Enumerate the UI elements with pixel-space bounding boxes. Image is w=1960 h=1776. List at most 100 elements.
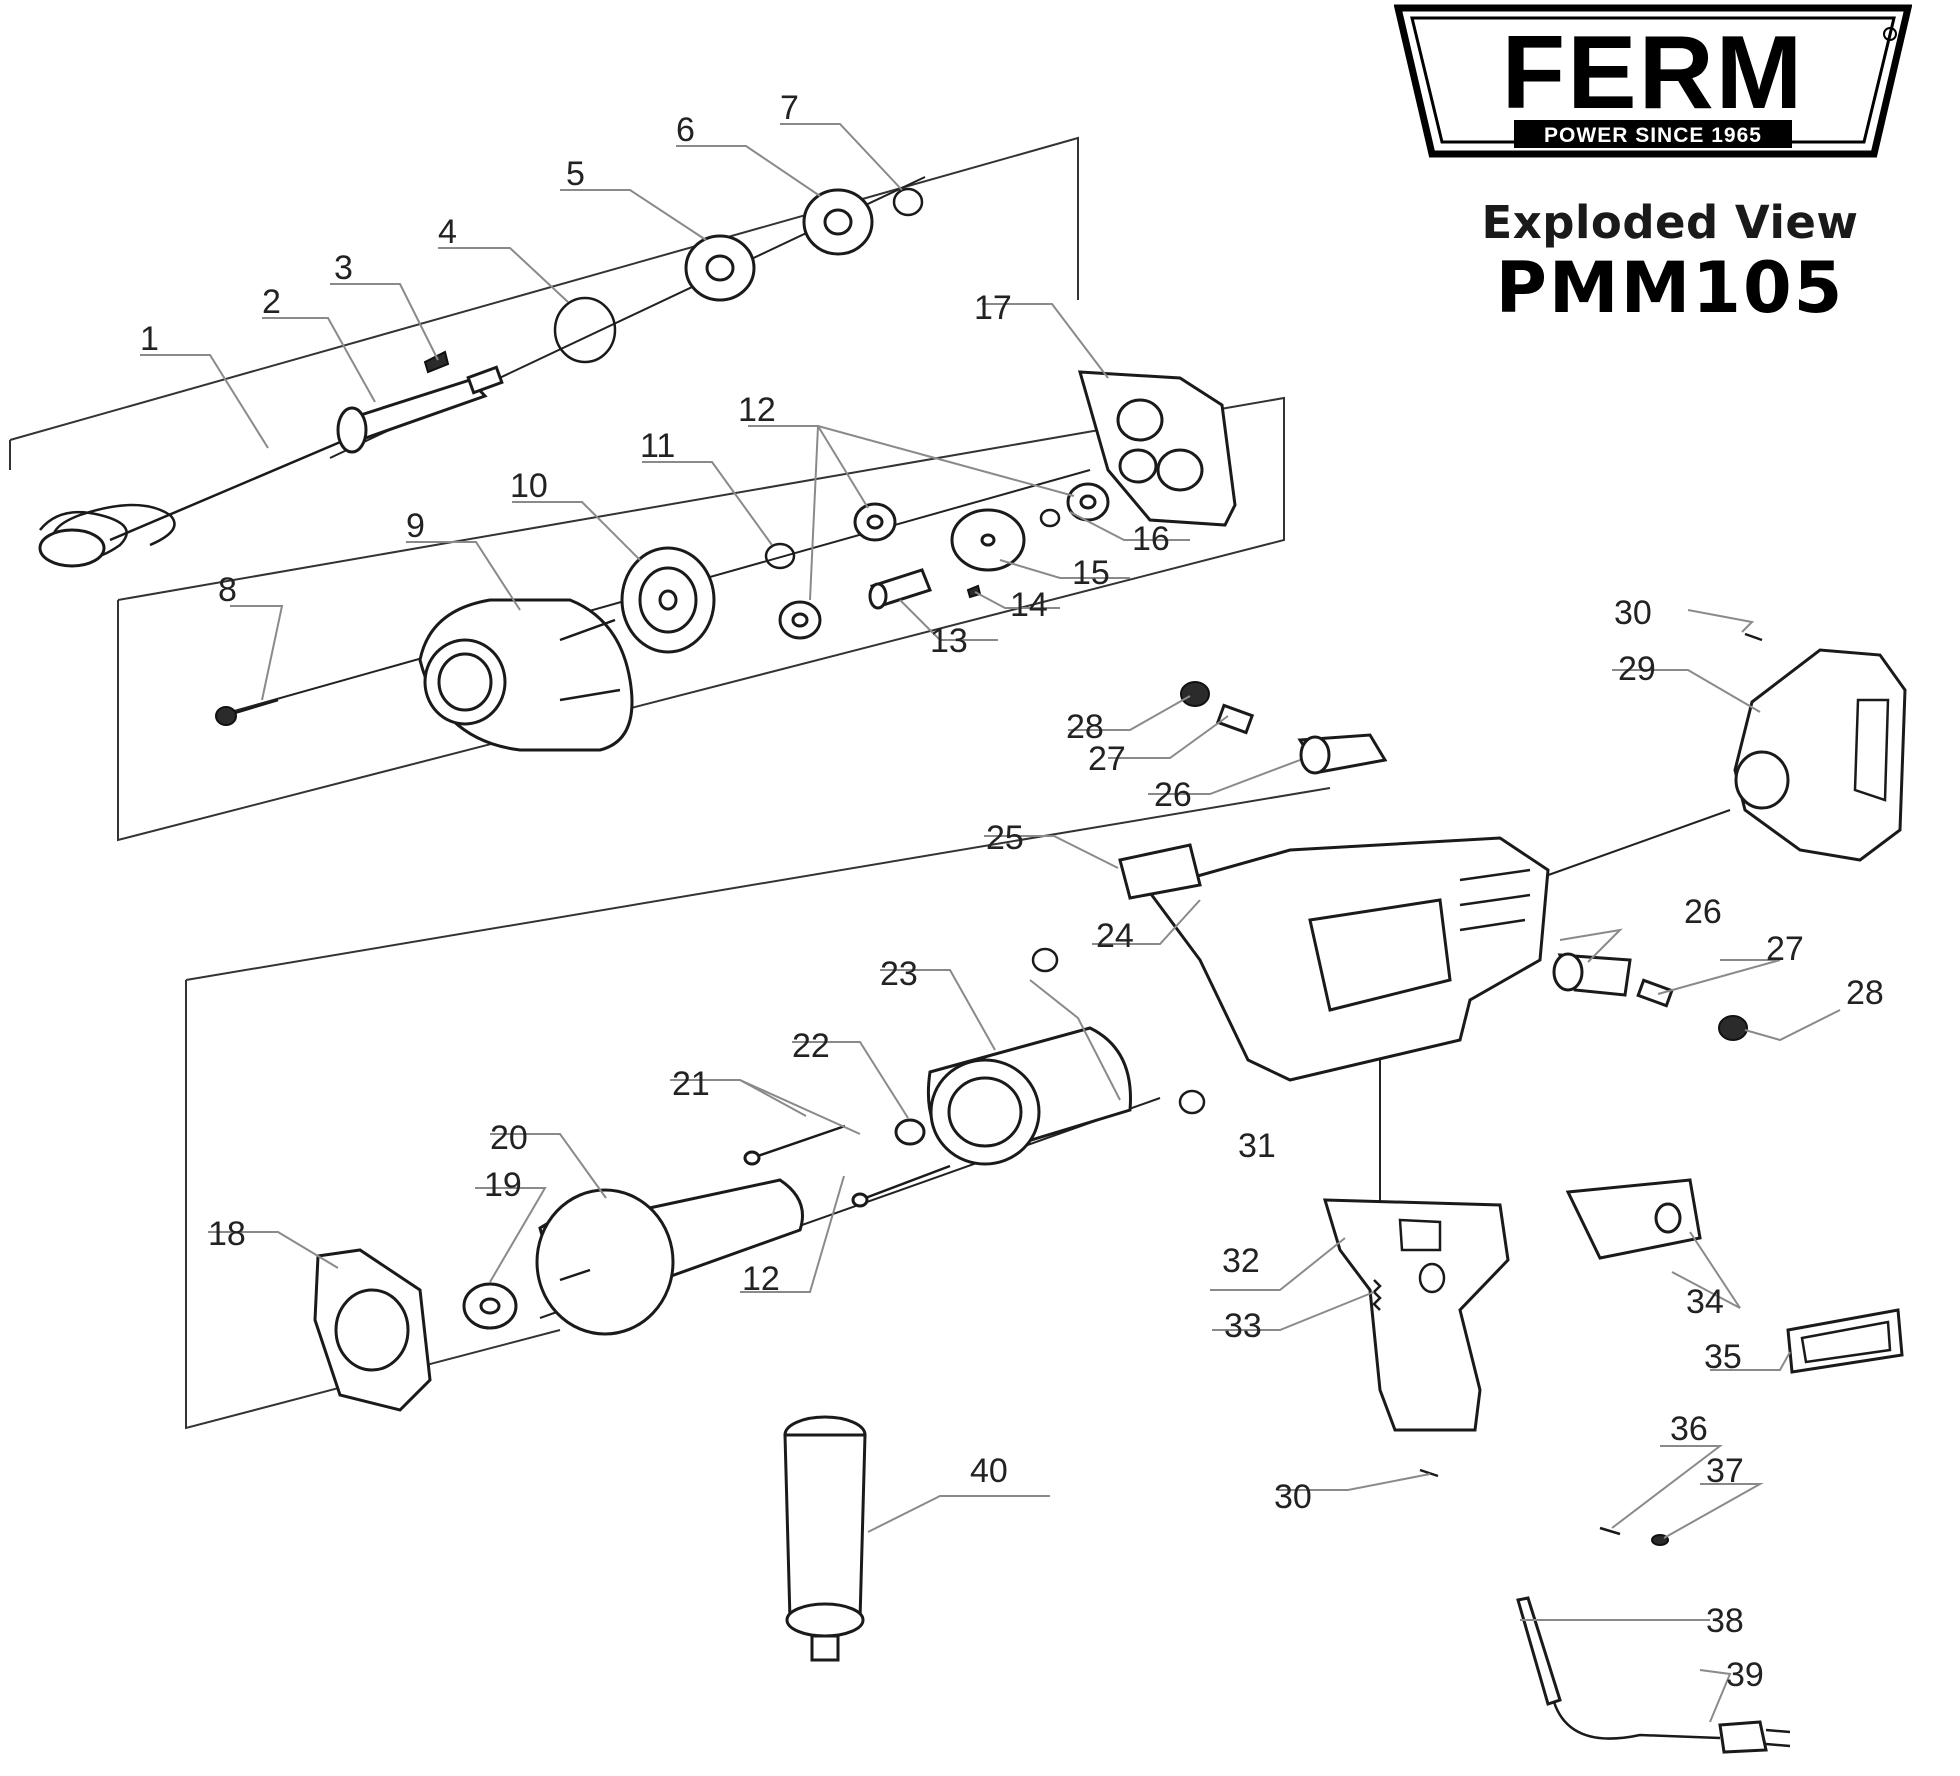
callout-label: 18 (208, 1215, 246, 1253)
callout-label: 20 (490, 1119, 528, 1157)
part-32-handle (1322, 1198, 1510, 1432)
callout-label: 29 (1618, 650, 1656, 688)
callout-label: 16 (1132, 520, 1170, 558)
part-26-brush-holder-lower (1552, 952, 1632, 997)
callout-label: 22 (792, 1027, 830, 1065)
callout-label: 14 (1010, 586, 1048, 624)
part-6-bearing (802, 188, 874, 256)
part-24-motor-housing (1145, 836, 1550, 1082)
callout-label: 31 (1238, 1127, 1276, 1165)
callout-label: 28 (1846, 974, 1884, 1012)
callout-label: 5 (566, 155, 585, 193)
part-4-circlip (553, 296, 617, 364)
part-29-rear-handle (1733, 648, 1907, 862)
callout-label: 6 (676, 111, 695, 149)
callout-label: 19 (484, 1166, 522, 1204)
callout-label: 17 (974, 289, 1012, 327)
part-13-pinion-shaft (868, 568, 932, 610)
part-36-screw (1599, 1526, 1621, 1536)
callout-label: 34 (1686, 1283, 1724, 1321)
callout-label: 26 (1684, 893, 1722, 931)
callout-label: 8 (218, 571, 237, 609)
part-3-key (423, 350, 450, 374)
callout-label: 1 (140, 320, 159, 358)
callout-label: 26 (1154, 776, 1192, 814)
part-30-screw-b (1419, 1468, 1439, 1478)
callout-label: 38 (1706, 1602, 1744, 1640)
part-35-rating-plate (1786, 1308, 1904, 1374)
part-19-bearing (462, 1282, 518, 1330)
part-1-mixing-paddle (38, 438, 346, 568)
callout-label: 23 (880, 955, 918, 993)
part-10-large-gear (620, 546, 716, 654)
part-12-bearing-a (853, 502, 897, 542)
callout-label: 21 (672, 1065, 710, 1103)
callout-label: 12 (738, 391, 776, 429)
callout-label: 37 (1706, 1452, 1744, 1490)
part-30-screw-a (1744, 632, 1763, 642)
callout-label: 33 (1224, 1307, 1262, 1345)
page-subtitle: Exploded View (1481, 196, 1859, 249)
callout-label: 39 (1726, 1656, 1764, 1694)
callout-label: 35 (1704, 1338, 1742, 1376)
part-31-washer-b (1178, 1089, 1206, 1115)
callout-label: 36 (1670, 1410, 1708, 1448)
leader-lines (140, 123, 1841, 1723)
frame-lower (185, 787, 1331, 1430)
callout-label: 40 (970, 1452, 1008, 1490)
part-38-cable-protector (1516, 1596, 1562, 1706)
logo-wordmark: FERM (1502, 15, 1805, 131)
frame-middle (117, 396, 1285, 842)
part-33-spring (1372, 1279, 1382, 1311)
part-28-brush-cap-upper (1180, 681, 1210, 707)
callout-label: 12 (742, 1260, 780, 1298)
part-25-label (1118, 843, 1202, 900)
part-8-screw (215, 698, 279, 726)
callout-label: 30 (1274, 1478, 1312, 1516)
part-26-brush-holder-upper (1297, 733, 1388, 775)
callout-label: 11 (640, 427, 675, 465)
part-9-gear-housing (418, 598, 634, 752)
title-block: Exploded View PMM105 (1430, 196, 1910, 329)
part-28-brush-cap-lower (1718, 1015, 1748, 1041)
part-18-end-plate (313, 1248, 432, 1412)
logo-tagline: POWER SINCE 1965 (1544, 124, 1762, 147)
part-2-spindle (336, 365, 504, 454)
callout-label: 27 (1766, 930, 1804, 968)
part-7-circlip (892, 187, 924, 217)
part-17-gear-cover (1077, 370, 1237, 527)
callout-label: 30 (1614, 594, 1652, 632)
part-11-circlip (764, 542, 796, 570)
part-12-bearing-c (1066, 482, 1110, 522)
callout-labels: 1 2 3 4 5 6 7 8 9 10 11 12 12 13 14 15 1… (140, 89, 1884, 1694)
ferm-logo: FERM POWER SINCE 1965 (1394, 4, 1912, 158)
part-5-bearing (684, 234, 756, 302)
frame-top (9, 136, 1079, 470)
axis-line-handle (1539, 809, 1731, 879)
callout-label: 13 (930, 622, 968, 660)
part-16-circlip (1039, 508, 1061, 528)
callout-label: 28 (1066, 708, 1104, 746)
callout-label: 10 (510, 467, 548, 505)
callout-label: 2 (262, 283, 281, 321)
callout-label: 7 (780, 89, 799, 127)
part-27-brush-lower (1636, 978, 1674, 1008)
part-23-stator (926, 1026, 1132, 1166)
callout-label: 4 (438, 213, 457, 251)
model-number: PMM105 (1495, 247, 1845, 329)
callout-label: 32 (1222, 1242, 1260, 1280)
callout-label: 24 (1096, 917, 1134, 955)
part-20-armature (535, 1178, 804, 1336)
part-39-power-cable (1552, 1701, 1791, 1754)
part-12-bearing-b (778, 600, 822, 640)
callout-label: 15 (1072, 554, 1110, 592)
callout-label: 3 (334, 249, 353, 287)
part-34-switch (1565, 1178, 1702, 1260)
callout-label: 25 (986, 819, 1024, 857)
part-31-washer-a (1031, 947, 1059, 973)
part-15-gear (950, 508, 1026, 572)
part-21-screws (743, 1124, 951, 1208)
callout-label: 9 (406, 507, 425, 545)
part-22-washer (894, 1118, 926, 1146)
